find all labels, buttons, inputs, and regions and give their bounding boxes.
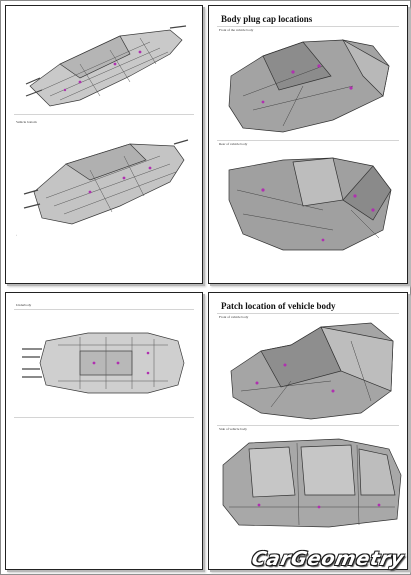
underbody-plan-figure bbox=[22, 332, 185, 394]
page-1: Vehicle bottom ▪ bbox=[5, 5, 203, 284]
page-2: Body plug cap locations Front of the veh… bbox=[208, 5, 408, 284]
caption-vehicle-bottom: Vehicle bottom bbox=[16, 120, 37, 124]
page-title: Body plug cap locations bbox=[221, 14, 313, 24]
bottom-divider bbox=[14, 417, 194, 418]
section-divider bbox=[14, 309, 194, 310]
underbody-top-figure bbox=[25, 25, 187, 107]
caption-front: Front of vehicle body bbox=[219, 315, 249, 319]
front-body-figure bbox=[228, 39, 390, 133]
section-divider bbox=[14, 114, 194, 115]
caption-front: Front of the vehicle body bbox=[219, 28, 254, 32]
caption-rear: Rear of vehicle body bbox=[219, 142, 248, 146]
page-title: Patch location of vehicle body bbox=[221, 301, 336, 311]
side-patch-figure bbox=[222, 438, 402, 528]
figure-ref: ▪ bbox=[16, 234, 17, 237]
caption-side: Side of vehicle body bbox=[219, 427, 247, 431]
section-divider bbox=[217, 140, 399, 141]
vehicle-bottom-figure bbox=[23, 139, 189, 225]
caption-underbody: Underbody bbox=[16, 303, 32, 307]
section-divider bbox=[217, 425, 399, 426]
title-divider bbox=[217, 313, 399, 314]
front-patch-figure bbox=[230, 322, 394, 420]
page-4: Patch location of vehicle body Front of … bbox=[208, 292, 408, 570]
title-divider bbox=[217, 26, 399, 27]
rear-body-figure bbox=[228, 157, 392, 251]
page-3: Underbody bbox=[5, 292, 203, 570]
watermark-logo: CarGeometry bbox=[249, 548, 407, 570]
